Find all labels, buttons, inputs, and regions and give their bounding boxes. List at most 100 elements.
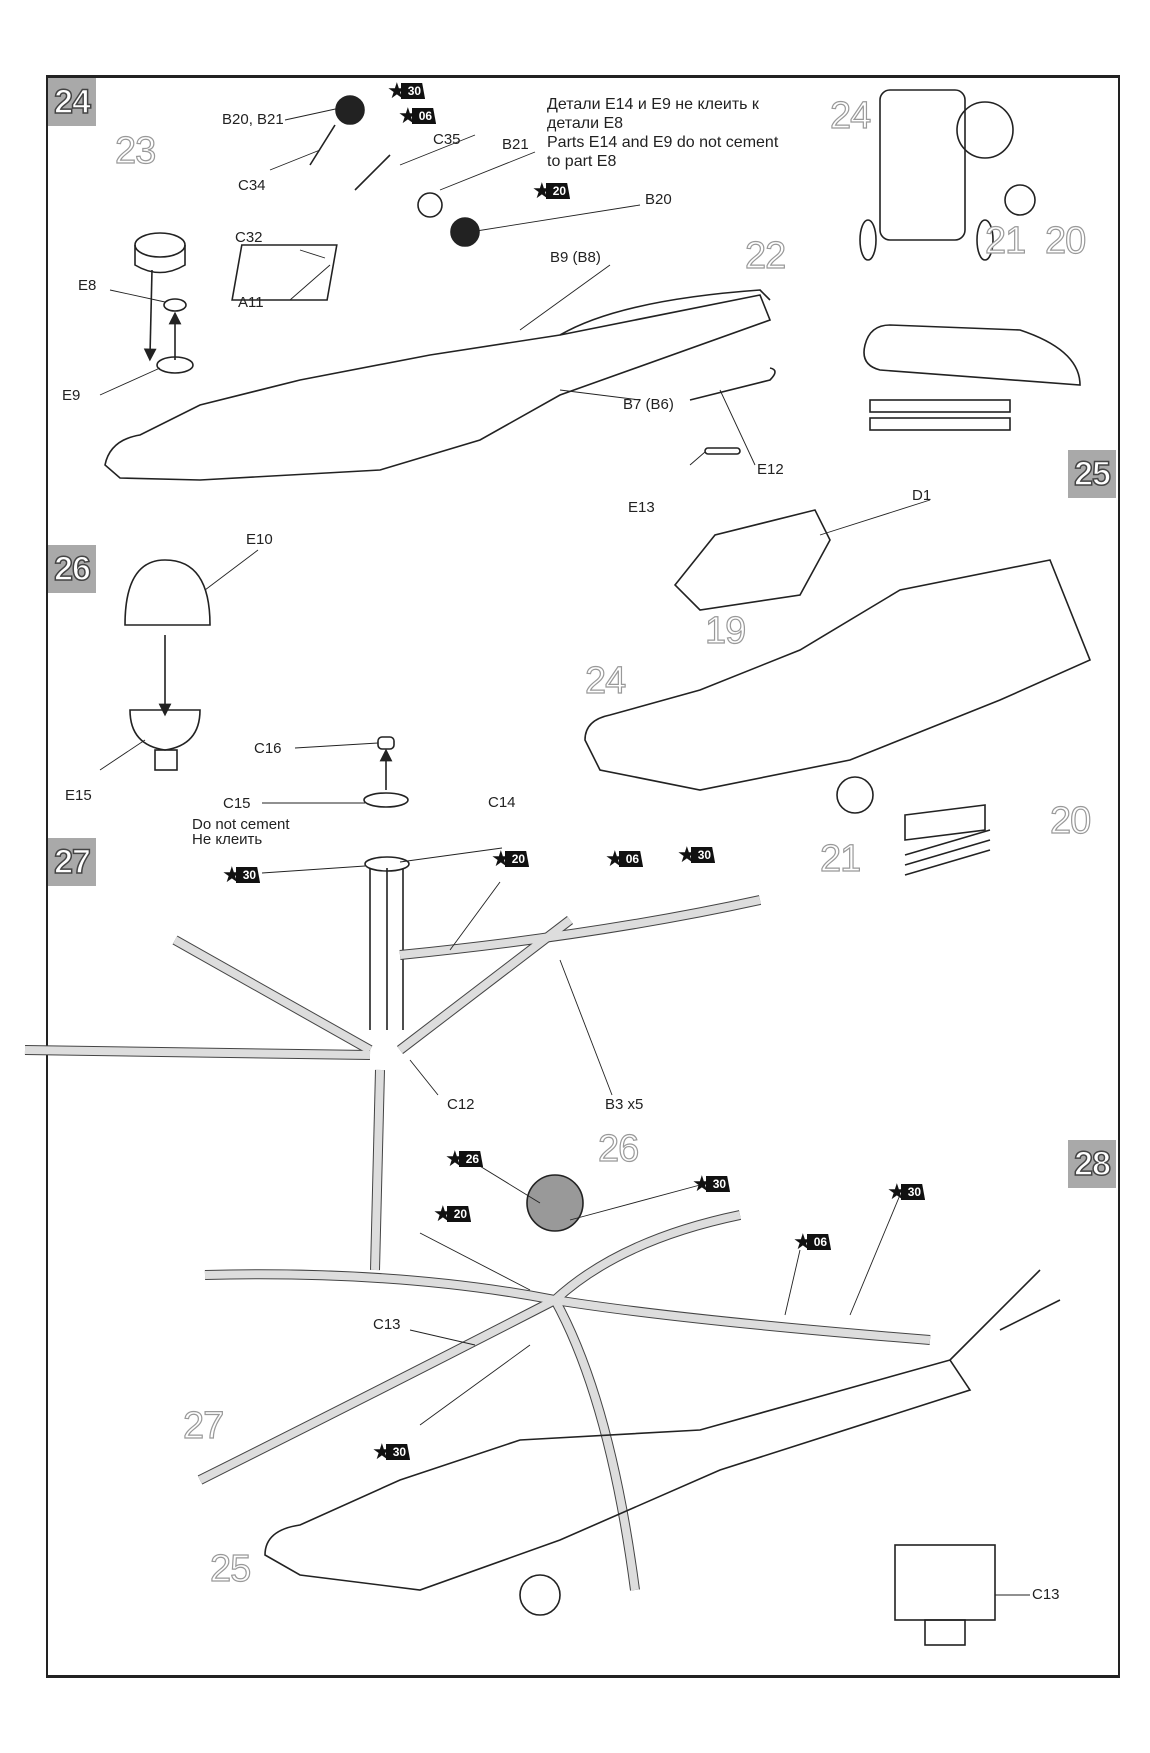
step24-note: Детали E14 и E9 не клеить к детали E8 Pa… [547, 95, 778, 171]
paint-callout: ★30 [387, 78, 426, 103]
ref-step-24-front: 24 [829, 94, 871, 137]
label-a11: A11 [238, 294, 264, 311]
part-c15 [363, 792, 409, 808]
paint-number: 30 [900, 1184, 926, 1200]
main-blade-4 [550, 1297, 640, 1591]
paint-callout: ★30 [372, 1439, 411, 1464]
instruction-sheet-frame [46, 75, 1120, 1678]
front-view-helicopter [879, 89, 966, 241]
step-number-26: 26 [48, 545, 96, 593]
step27-note-ru: Не клеить [192, 831, 263, 848]
part-e10-dome [124, 559, 211, 626]
paint-number: 20 [446, 1206, 472, 1222]
paint-callout: ★30 [677, 842, 716, 867]
star-icon: ★ [491, 846, 511, 871]
part-e13 [704, 447, 741, 455]
star-icon: ★ [677, 842, 697, 867]
canopy-d1 [673, 509, 831, 611]
ref-step-25: 25 [209, 1547, 251, 1590]
step24-note-en-2: to part E8 [547, 153, 617, 170]
step-number-28: 28 [1068, 1140, 1116, 1188]
ref-step-21-side: 21 [819, 837, 861, 880]
ref-step-20-side: 20 [1049, 799, 1091, 842]
step24-note-en-1: Parts E14 and E9 do not cement [547, 134, 779, 151]
star-icon: ★ [532, 178, 552, 203]
step24-note-ru-2: детали E8 [547, 115, 624, 132]
paint-number: 20 [545, 183, 571, 199]
label-c15: C15 [223, 795, 251, 812]
part-c16 [377, 736, 395, 750]
label-c32: C32 [235, 229, 263, 246]
label-e15: E15 [65, 787, 92, 804]
paint-number: 06 [618, 851, 644, 867]
star-icon: ★ [387, 78, 407, 103]
label-e12: E12 [757, 461, 784, 478]
star-icon: ★ [398, 103, 418, 128]
part-e15-cup [129, 709, 201, 751]
label-b20-b21: B20, B21 [222, 111, 284, 128]
label-c34: C34 [238, 177, 266, 194]
step27-note: Do not cement Не клеить [192, 817, 290, 847]
wheel-b21 [417, 192, 443, 218]
paint-callout: ★06 [793, 1229, 832, 1254]
star-icon: ★ [605, 846, 625, 871]
label-c13: C13 [373, 1316, 401, 1333]
label-e8: E8 [78, 277, 97, 294]
paint-number: 30 [385, 1444, 411, 1460]
ref-step-27: 27 [182, 1404, 224, 1447]
paint-callout: ★06 [398, 103, 437, 128]
label-c16: C16 [254, 740, 282, 757]
paint-number: 26 [458, 1151, 484, 1167]
label-c12: C12 [447, 1096, 475, 1113]
paint-callout: ★20 [532, 178, 571, 203]
star-icon: ★ [433, 1201, 453, 1226]
fuselage-step24 [104, 294, 772, 481]
star-icon: ★ [793, 1229, 813, 1254]
ref-step-24-side: 24 [584, 659, 626, 702]
ref-step-21-front: 21 [984, 219, 1026, 262]
label-e13: E13 [628, 499, 655, 516]
step-number-27: 27 [48, 838, 96, 886]
ref-step-22: 22 [744, 234, 786, 277]
paint-callout: ★20 [433, 1201, 472, 1226]
label-e9: E9 [62, 387, 81, 404]
label-b7-b6: B7 (B6) [623, 396, 674, 413]
ref-step-20-front: 20 [1044, 219, 1086, 262]
paint-number: 06 [411, 108, 437, 124]
paint-callout: ★30 [887, 1179, 926, 1204]
part-e12 [689, 367, 776, 401]
star-icon: ★ [222, 862, 242, 887]
paint-number: 06 [806, 1234, 832, 1250]
star-icon: ★ [887, 1179, 907, 1204]
paint-number: 30 [690, 847, 716, 863]
ref-step-23: 23 [114, 129, 156, 172]
wheel-b20-b21 [335, 95, 365, 125]
rotor-dome-26 [526, 1174, 584, 1232]
step-number-24: 24 [48, 78, 96, 126]
star-icon: ★ [372, 1439, 392, 1464]
label-b9-b8: B9 (B8) [550, 249, 601, 266]
fuselage-step28 [264, 1359, 972, 1591]
step27-note-en: Do not cement [192, 816, 290, 833]
label-c14: C14 [488, 794, 516, 811]
paint-callout: ★26 [445, 1146, 484, 1171]
paint-number: 20 [504, 851, 530, 867]
paint-callout: ★20 [491, 846, 530, 871]
fuselage-step25 [584, 559, 1092, 791]
paint-number: 30 [705, 1176, 731, 1192]
paint-callout: ★30 [222, 862, 261, 887]
step24-note-ru-1: Детали E14 и E9 не клеить к [547, 96, 759, 113]
part-23-drum [134, 232, 186, 258]
star-icon: ★ [445, 1146, 465, 1171]
wheel-b20 [450, 217, 480, 247]
label-b20: B20 [645, 191, 672, 208]
label-c13-detail: C13 [1032, 1586, 1060, 1603]
label-e10: E10 [246, 531, 273, 548]
missile-detail [863, 324, 1081, 386]
main-blade-5 [551, 1210, 742, 1304]
paint-callout: ★30 [692, 1173, 731, 1195]
label-d1: D1 [912, 487, 932, 504]
wheel-cover-a11 [231, 244, 338, 301]
label-b21: B21 [502, 136, 529, 153]
